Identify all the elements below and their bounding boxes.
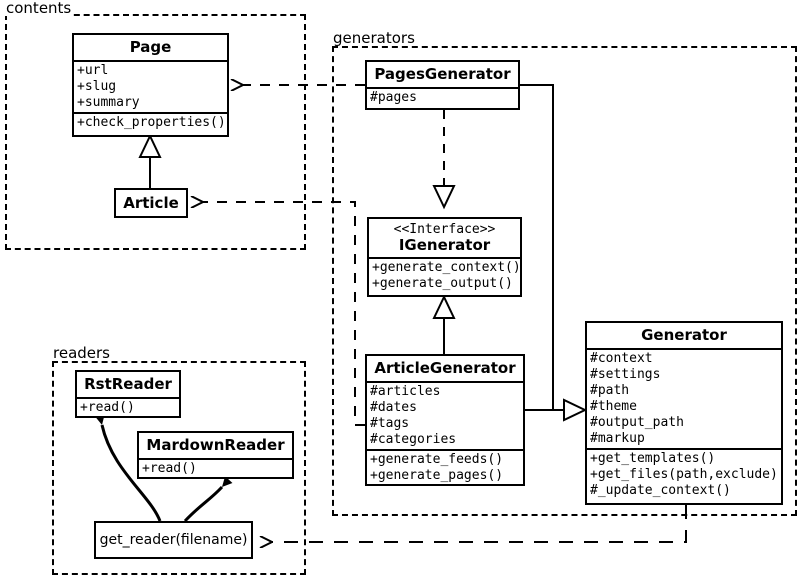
- class-igenerator-stereotype: <<Interface>>: [393, 222, 496, 237]
- class-generator[interactable]: Generator #context #settings #path #them…: [585, 321, 783, 505]
- class-page[interactable]: Page +url +slug +summary +check_properti…: [72, 33, 229, 137]
- class-mardown-reader-operations: +read(): [139, 458, 292, 478]
- class-pages-generator-attributes: #pages: [367, 87, 518, 107]
- operation: +get_templates(): [590, 451, 716, 466]
- attribute: #theme: [590, 399, 637, 414]
- package-generators-label: generators: [331, 29, 417, 47]
- function-get-reader[interactable]: get_reader(filename): [94, 521, 253, 559]
- class-rst-reader[interactable]: RstReader +read(): [75, 370, 181, 418]
- attribute: +slug: [77, 79, 117, 94]
- operation: #_update_context(): [590, 483, 731, 498]
- function-get-reader-label: get_reader(filename): [99, 532, 248, 548]
- operation: +read(): [80, 400, 135, 415]
- class-article-generator-attributes: #articles #dates #tags #categories: [367, 381, 523, 449]
- operation: +read(): [142, 461, 197, 476]
- class-generator-name: Generator: [641, 326, 727, 344]
- class-mardown-reader[interactable]: MardownReader +read(): [137, 431, 294, 479]
- class-page-attributes: +url +slug +summary: [74, 60, 227, 112]
- attribute: #output_path: [590, 415, 684, 430]
- package-readers-label: readers: [51, 344, 112, 362]
- class-page-name: Page: [129, 38, 172, 56]
- operation: +get_files(path,exclude): [590, 467, 778, 482]
- class-igenerator[interactable]: <<Interface>> IGenerator +generate_conte…: [367, 217, 522, 297]
- attribute: #pages: [370, 90, 417, 105]
- class-page-operations: +check_properties(): [74, 112, 227, 132]
- attribute: #tags: [370, 416, 410, 431]
- operation: +generate_output(): [372, 276, 513, 291]
- attribute: +summary: [77, 95, 140, 110]
- class-mardown-reader-name: MardownReader: [146, 436, 285, 454]
- class-generator-attributes: #context #settings #path #theme #output_…: [587, 348, 781, 448]
- attribute: #settings: [590, 367, 661, 382]
- attribute: #path: [590, 383, 630, 398]
- attribute: #context: [590, 351, 653, 366]
- class-igenerator-name: IGenerator: [398, 236, 491, 254]
- operation: +generate_context(): [372, 260, 521, 275]
- operation: +check_properties(): [77, 115, 226, 130]
- package-readers: [52, 361, 306, 575]
- class-pages-generator-name: PagesGenerator: [374, 65, 511, 83]
- attribute: #dates: [370, 400, 417, 415]
- package-contents: [5, 14, 306, 250]
- operation: +generate_pages(): [370, 468, 504, 483]
- class-igenerator-operations: +generate_context() +generate_output(): [369, 257, 521, 293]
- class-pages-generator[interactable]: PagesGenerator #pages: [365, 60, 520, 110]
- class-article-generator-name: ArticleGenerator: [374, 359, 516, 377]
- class-article-generator-operations: +generate_feeds() +generate_pages(): [367, 449, 523, 485]
- class-article[interactable]: Article: [114, 188, 188, 218]
- class-article-name: Article: [123, 194, 179, 212]
- attribute: #categories: [370, 432, 457, 447]
- class-article-generator[interactable]: ArticleGenerator #articles #dates #tags …: [365, 354, 525, 486]
- class-rst-reader-operations: +read(): [77, 397, 179, 417]
- package-contents-label: contents: [4, 0, 74, 17]
- class-rst-reader-name: RstReader: [84, 375, 172, 393]
- class-generator-operations: +get_templates() +get_files(path,exclude…: [587, 448, 781, 500]
- attribute: #markup: [590, 431, 645, 446]
- operation: +generate_feeds(): [370, 452, 504, 467]
- attribute: #articles: [370, 384, 441, 399]
- attribute: +url: [77, 63, 109, 78]
